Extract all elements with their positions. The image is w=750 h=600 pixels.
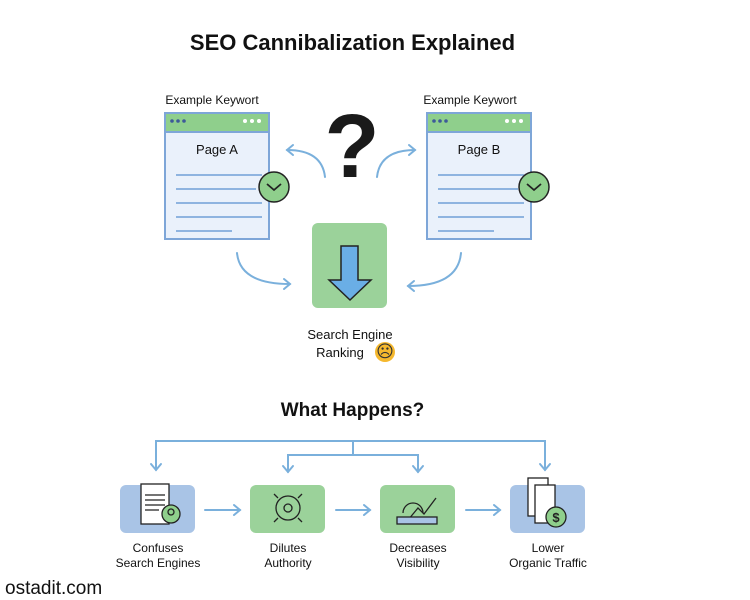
visibility-chart-icon xyxy=(396,497,438,525)
window-header xyxy=(428,114,530,133)
page-a-window: Page A xyxy=(164,112,270,240)
sad-face-icon: ☹ xyxy=(375,342,395,362)
window-header xyxy=(166,114,268,133)
keyword-label-a: Example Keywort xyxy=(165,93,259,107)
authority-dilution-icon xyxy=(273,493,303,523)
arrow-icon xyxy=(150,144,551,516)
watermark: ostadit.com xyxy=(5,578,103,599)
page-a-label: Page A xyxy=(196,142,238,157)
check-circle-icon xyxy=(258,171,550,203)
diagram-title: SEO Cannibalization Explained xyxy=(189,30,516,55)
step-box-dilutes xyxy=(250,485,325,533)
window-dots-icon xyxy=(170,119,448,123)
page-b-label: Page B xyxy=(457,142,501,157)
ranking-label-line1: Search Engine xyxy=(307,327,393,342)
page-b-window: Page B xyxy=(426,112,532,240)
what-happens-heading: What Happens? xyxy=(280,400,425,421)
keyword-label-b: Example Keywort xyxy=(423,93,517,107)
down-arrow-icon xyxy=(327,245,373,302)
ranking-label-line2: Ranking xyxy=(316,345,364,360)
question-mark: ? xyxy=(324,97,380,197)
money-pages-icon: $ xyxy=(527,477,567,528)
svg-text:$: $ xyxy=(552,510,560,525)
document-user-icon xyxy=(140,483,181,525)
